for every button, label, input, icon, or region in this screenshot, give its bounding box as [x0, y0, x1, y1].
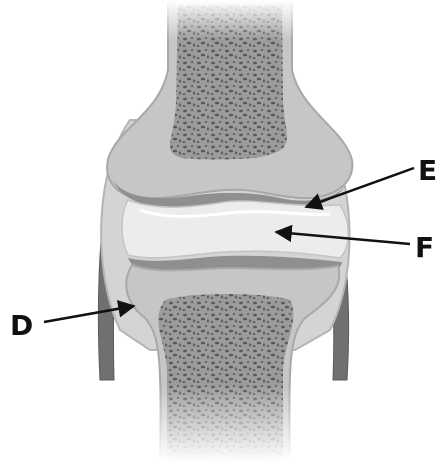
label-e: E	[418, 157, 437, 185]
top-fade	[0, 0, 441, 40]
label-d: D	[10, 312, 33, 340]
joint-cavity	[122, 200, 348, 258]
bottom-fade	[0, 385, 441, 461]
label-f: F	[415, 234, 434, 262]
